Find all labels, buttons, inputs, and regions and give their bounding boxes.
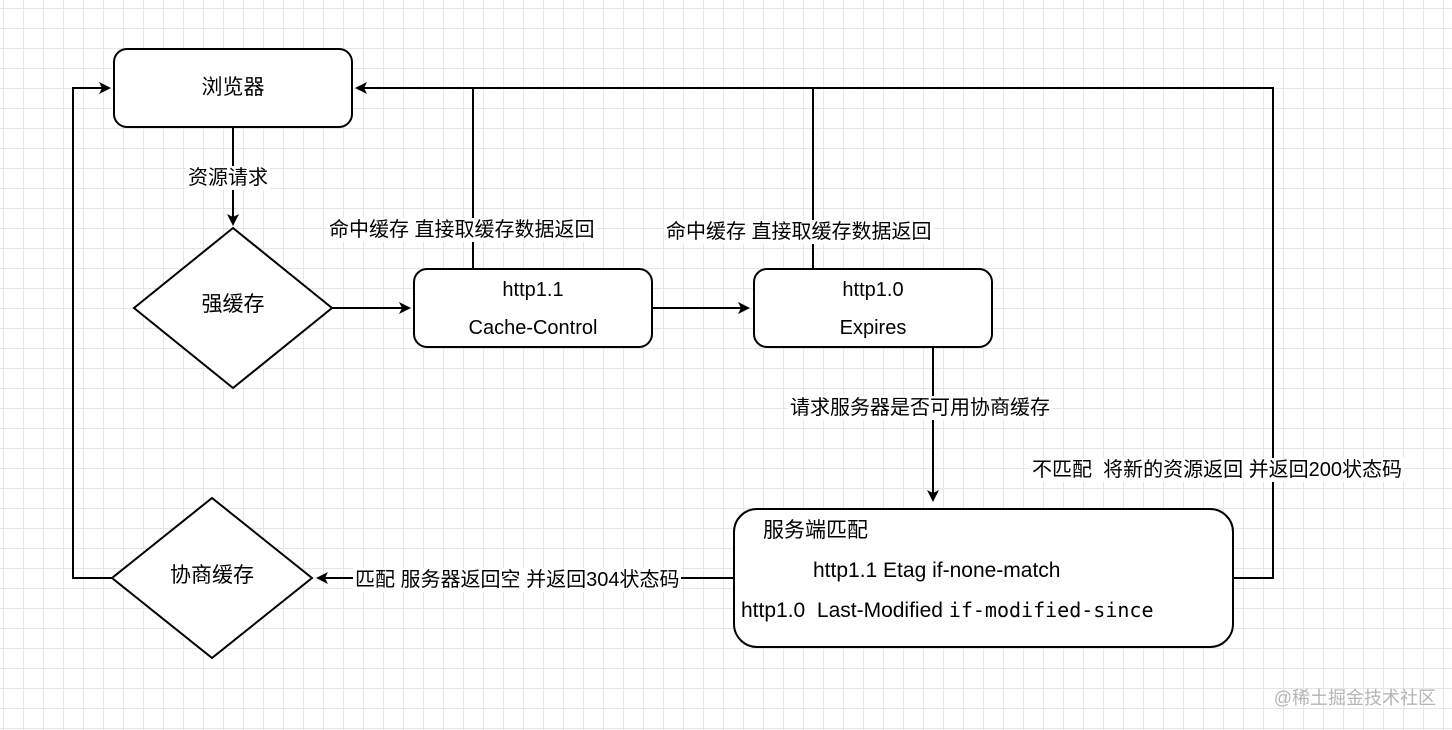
- watermark-text: @稀土掘金技术社区: [1273, 688, 1436, 708]
- http11-header: Cache-Control: [468, 317, 598, 339]
- http10-header: Expires: [839, 317, 907, 339]
- http10-version: http1.0: [842, 279, 904, 301]
- strong-cache-diamond: [132, 226, 334, 390]
- http10-node: http1.0 Expires: [753, 268, 993, 348]
- edge-negotiate-to-browser: [72, 82, 112, 579]
- edge-return-to-browser: [355, 82, 1274, 579]
- label-hit-cache-2: 命中缓存 直接取缓存数据返回: [664, 220, 934, 244]
- server-match-node: 服务端匹配 http1.1 Etag if-none-match http1.0…: [733, 508, 1234, 648]
- server-match-title: 服务端匹配: [763, 519, 868, 542]
- label-match-304: 匹配 服务器返回空 并返回304状态码: [353, 568, 682, 592]
- browser-label: 浏览器: [201, 76, 265, 99]
- strong-cache-label: 强缓存: [201, 293, 265, 316]
- negotiate-cache-label: 协商缓存: [170, 564, 254, 587]
- browser-node: 浏览器: [113, 48, 353, 128]
- server-match-last-modified: http1.0 Last-Modified if-modified-since: [741, 597, 1154, 624]
- server-match-etag: http1.1 Etag if-none-match: [813, 559, 1061, 582]
- if-modified-since-code: if-modified-since: [948, 598, 1154, 622]
- http11-node: http1.1 Cache-Control: [413, 268, 653, 348]
- last-modified-text: http1.0 Last-Modified: [741, 599, 949, 622]
- label-resource-request: 资源请求: [186, 166, 270, 190]
- http11-version: http1.1: [502, 279, 564, 301]
- label-no-match-200: 不匹配 将新的资源返回 并返回200状态码: [1030, 458, 1405, 482]
- label-ask-server: 请求服务器是否可用协商缓存: [788, 396, 1052, 420]
- negotiate-cache-diamond: [110, 496, 314, 660]
- label-hit-cache-1: 命中缓存 直接取缓存数据返回: [327, 218, 597, 242]
